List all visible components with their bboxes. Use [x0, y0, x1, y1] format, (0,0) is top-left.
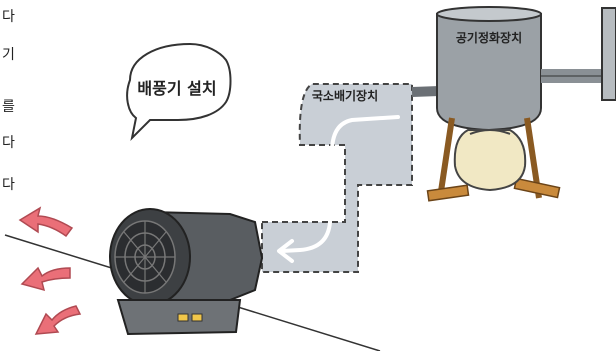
stand-leg	[440, 118, 452, 198]
air-purifier-top	[437, 7, 541, 21]
right-pipe-vertical	[602, 8, 616, 100]
exhaust-arrow	[20, 208, 72, 236]
stand-foot	[427, 185, 468, 200]
exhaust-arrow	[36, 306, 80, 334]
indicator-light	[192, 314, 202, 321]
duct-label: 국소배기장치	[312, 88, 378, 103]
purifier-label: 공기정화장치	[456, 30, 522, 45]
indicator-light	[178, 314, 188, 321]
exhaust-arrows	[20, 208, 80, 334]
speech-bubble-text: 배풍기 설치	[137, 79, 216, 98]
filter-bag	[455, 130, 525, 190]
fan-grille	[115, 221, 175, 293]
duct	[262, 84, 412, 272]
exhaust-arrow	[22, 268, 70, 290]
